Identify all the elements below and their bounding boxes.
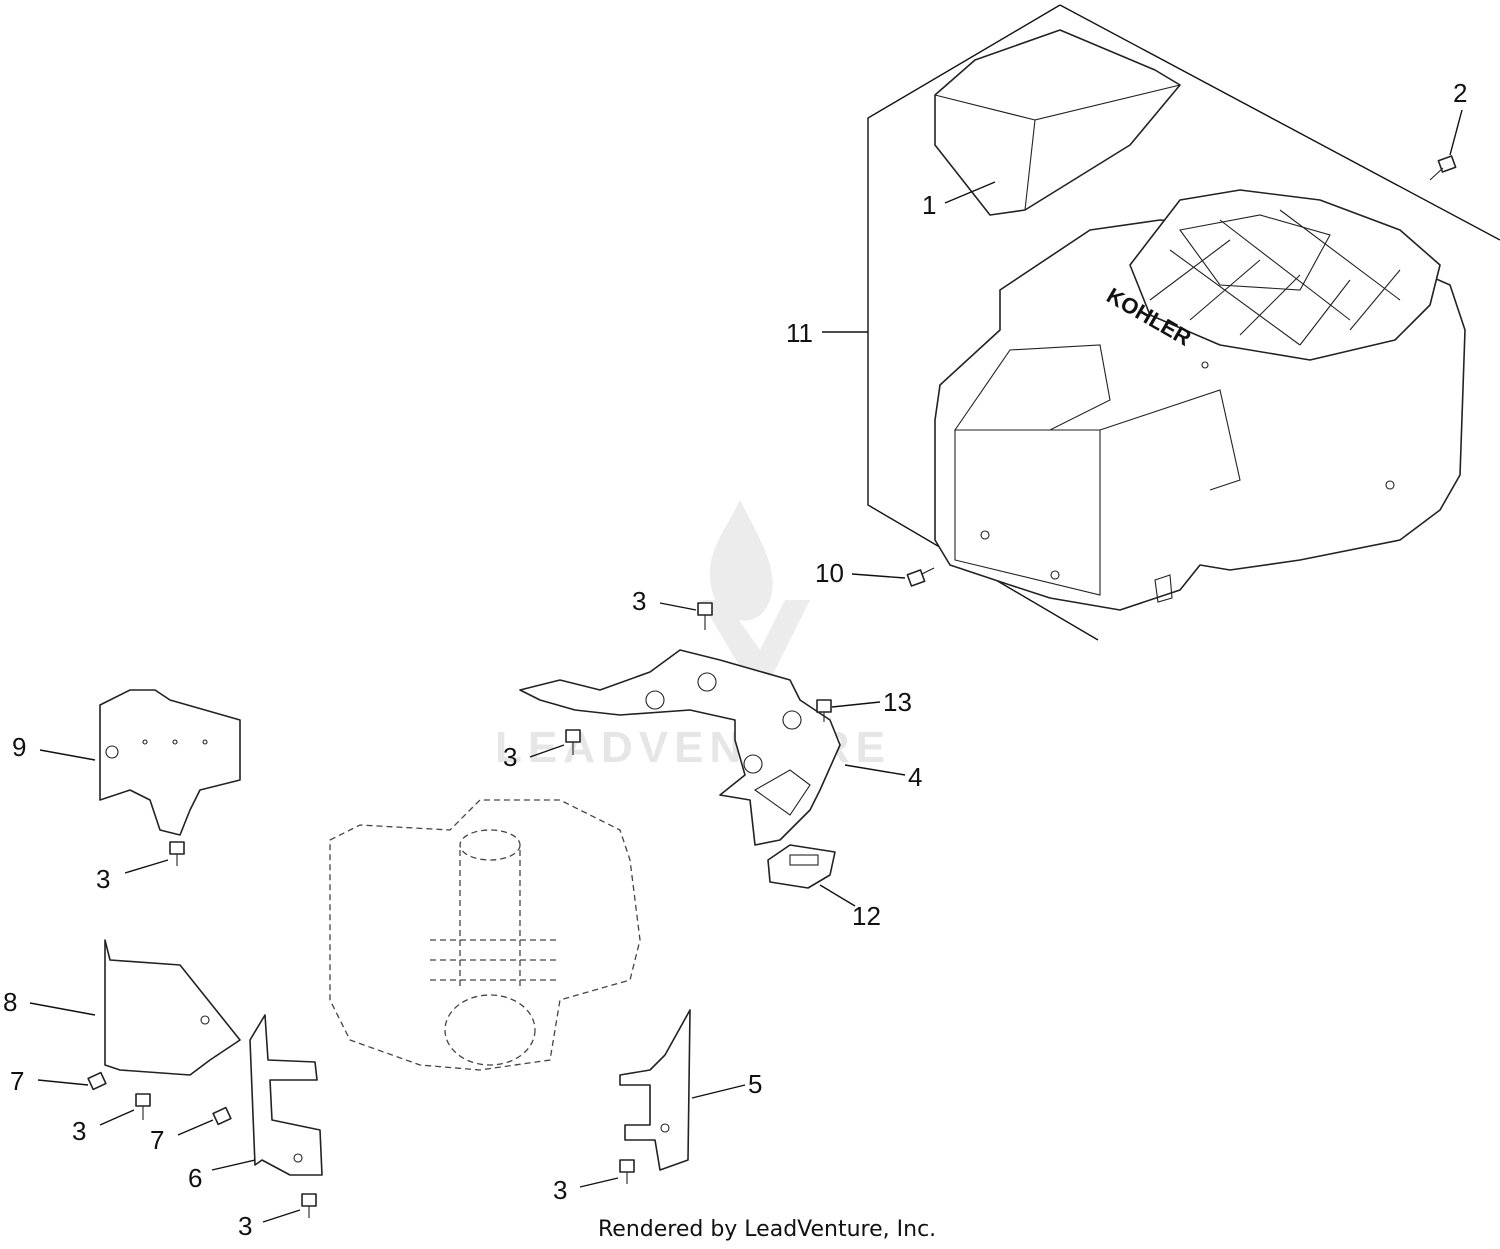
part-11-blower-housing: KOHLER <box>934 189 1466 611</box>
part-5-bracket <box>619 1009 691 1171</box>
callout-4: 4 <box>908 762 922 792</box>
callout-3-left: 3 <box>96 864 110 894</box>
callout-3-bottom: 3 <box>238 1211 252 1241</box>
callout-3-right: 3 <box>553 1175 567 1205</box>
callout-12: 12 <box>852 901 881 931</box>
part-8-baffle <box>104 939 241 1076</box>
part-2-screw <box>1429 155 1457 181</box>
part-13-screw <box>816 699 832 722</box>
part-6-bracket <box>249 1014 323 1176</box>
callout-labels: 1 2 11 10 3 3 13 4 12 9 3 8 7 3 7 6 3 3 … <box>3 78 1467 1241</box>
kit-bracket <box>1059 4 1500 241</box>
part-7-screws <box>87 1071 232 1126</box>
callout-leaders <box>29 109 1463 1223</box>
part-12-module <box>767 844 836 889</box>
callout-7-mid: 7 <box>150 1125 164 1155</box>
callout-13: 13 <box>883 687 912 717</box>
callout-10: 10 <box>815 558 844 588</box>
callout-3-baffle: 3 <box>503 742 517 772</box>
callout-2: 2 <box>1453 78 1467 108</box>
callout-5: 5 <box>748 1069 762 1099</box>
part-4-baffle <box>519 649 841 846</box>
callout-3-lower-left: 3 <box>72 1116 86 1146</box>
callout-9: 9 <box>12 732 26 762</box>
part-9-side-baffle <box>99 689 241 836</box>
callout-1: 1 <box>922 190 936 220</box>
callout-6: 6 <box>188 1163 202 1193</box>
callout-7-left: 7 <box>10 1066 24 1096</box>
callout-3-top: 3 <box>632 586 646 616</box>
callout-11: 11 <box>786 318 813 348</box>
part-3-screws <box>135 602 713 1218</box>
credit-text: Rendered by LeadVenture, Inc. <box>598 1217 936 1242</box>
part-10-screw <box>906 567 935 587</box>
engine-block-reference <box>329 799 641 1071</box>
callout-8: 8 <box>3 987 17 1017</box>
part-1-intake-cover <box>934 29 1181 216</box>
